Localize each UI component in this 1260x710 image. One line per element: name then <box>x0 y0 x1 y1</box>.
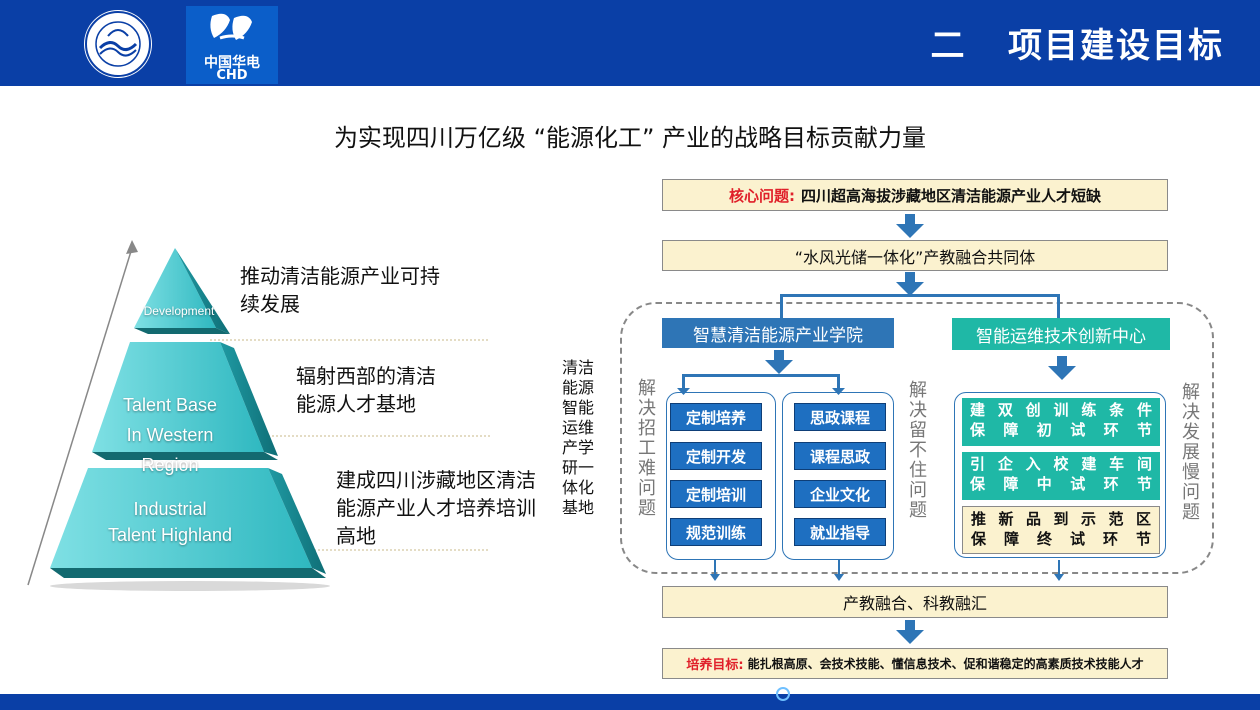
community-box: “水风光储一体化”产教融合共同体 <box>662 240 1168 271</box>
footer-circle-icon <box>776 687 790 701</box>
pyramid-bottom-label-line1: Industrial <box>133 499 207 519</box>
right-item-line: 保障初试环节 <box>970 421 1152 439</box>
pyramid-middle-label-line2: In Western Region <box>126 425 214 475</box>
right-item-line: 推新品到示范区 <box>971 510 1151 528</box>
logo-text-en: CHD <box>216 68 248 83</box>
pyramid-bottom-label: Industrial Talent Highland <box>100 496 240 548</box>
side-label-line: 清洁 <box>561 358 594 377</box>
slide-subtitle: 为实现四川万亿级 “能源化工” 产业的战略目标贡献力量 <box>333 124 927 152</box>
left-item: 定制培养 <box>670 403 762 431</box>
core-problem-box: 核心问题: 四川超高海拔涉藏地区清洁能源产业人才短缺 <box>662 179 1168 211</box>
chd-logo: 中国华电 CHD <box>186 6 278 84</box>
base-side-label: 清洁 能源 智能 运维 产学 研一 体化 基地 <box>558 358 598 518</box>
right-item-line: 保障终试环节 <box>971 530 1151 548</box>
pyramid-bottom-desc-line3: 高地 <box>336 524 376 548</box>
pyramid-middle-desc-line2: 能源人才基地 <box>296 392 416 416</box>
pyramid-top-desc-line2: 续发展 <box>240 292 300 316</box>
right-item-line: 引企入校建车间 <box>970 455 1152 473</box>
middle-column-frame <box>782 392 894 560</box>
solve-development-text: 解决发展慢问题 <box>1179 382 1200 522</box>
training-goal-text: 能扎根高原、会技术技能、懂信息技术、促和谐稳定的高素质技术技能人才 <box>747 657 1144 671</box>
pyramid-top-desc-line1: 推动清洁能源产业可持 <box>240 264 440 288</box>
right-column-frame <box>954 392 1166 558</box>
right-item-line: 保障中试环节 <box>970 475 1152 493</box>
solve-recruitment-text: 解决招工难问题 <box>635 378 656 518</box>
middle-item: 思政课程 <box>794 403 886 431</box>
left-item: 定制培训 <box>670 480 762 508</box>
pyramid-top-label: Development <box>143 304 215 318</box>
core-problem-text: 四川超高海拔涉藏地区清洁能源产业人才短缺 <box>800 186 1101 205</box>
logo-text-cn: 中国华电 <box>204 55 260 71</box>
middle-item: 就业指导 <box>794 518 886 546</box>
pyramid-middle-label: Talent Base In Western Region <box>100 390 240 480</box>
innovation-center-box: 智能运维技术创新中心 <box>952 318 1170 350</box>
side-label-line: 研一 <box>561 458 594 477</box>
left-column-frame <box>666 392 776 560</box>
right-item-line: 建双创训练条件 <box>970 401 1152 419</box>
pyramid-middle-desc: 辐射西部的清洁 能源人才基地 <box>296 362 436 418</box>
right-item-teal-2: 引企入校建车间 保障中试环节 <box>962 452 1160 500</box>
training-goal-box: 培养目标: 能扎根高原、会技术技能、懂信息技术、促和谐稳定的高素质技术技能人才 <box>662 648 1168 679</box>
side-label-line: 基地 <box>561 498 594 517</box>
pyramid-top-desc: 推动清洁能源产业可持 续发展 <box>240 262 440 318</box>
right-item-teal-1: 建双创训练条件 保障初试环节 <box>962 398 1160 446</box>
side-label-line: 能源 <box>561 378 594 397</box>
integration-box: 产教融合、科教融汇 <box>662 586 1168 618</box>
pyramid-middle-desc-line1: 辐射西部的清洁 <box>296 364 436 388</box>
pyramid-graphic <box>27 240 490 591</box>
side-label-line: 智能 <box>561 398 594 417</box>
side-label-line: 体化 <box>561 478 594 497</box>
base-dashed-frame <box>620 302 1214 574</box>
pyramid-bottom-desc-line2: 能源产业人才培养培训 <box>336 496 536 520</box>
pyramid-bottom-desc: 建成四川涉藏地区清洁 能源产业人才培养培训 高地 <box>336 466 536 550</box>
left-item: 规范训练 <box>670 518 762 546</box>
side-label-line: 运维 <box>561 418 594 437</box>
training-goal-label: 培养目标: <box>686 658 744 673</box>
pyramid-middle-label-line1: Talent Base <box>122 395 218 415</box>
middle-item: 企业文化 <box>794 480 886 508</box>
left-item: 定制开发 <box>670 442 762 470</box>
solve-retention-text: 解决留不住问题 <box>906 380 927 520</box>
pyramid-bottom-label-line2: Talent Highland <box>107 525 233 545</box>
slide-title: 二 项目建设目标 <box>930 26 1224 66</box>
core-problem-label: 核心问题: <box>728 186 795 205</box>
flow-arrows <box>677 214 1076 644</box>
right-item-yellow: 推新品到示范区 保障终试环节 <box>962 506 1160 554</box>
pyramid-bottom-desc-line1: 建成四川涉藏地区清洁 <box>336 468 536 492</box>
college-box: 智慧清洁能源产业学院 <box>662 318 894 348</box>
middle-item: 课程思政 <box>794 442 886 470</box>
school-logo <box>84 10 152 78</box>
side-label-line: 产学 <box>561 438 594 457</box>
footer-bar <box>0 694 1260 710</box>
